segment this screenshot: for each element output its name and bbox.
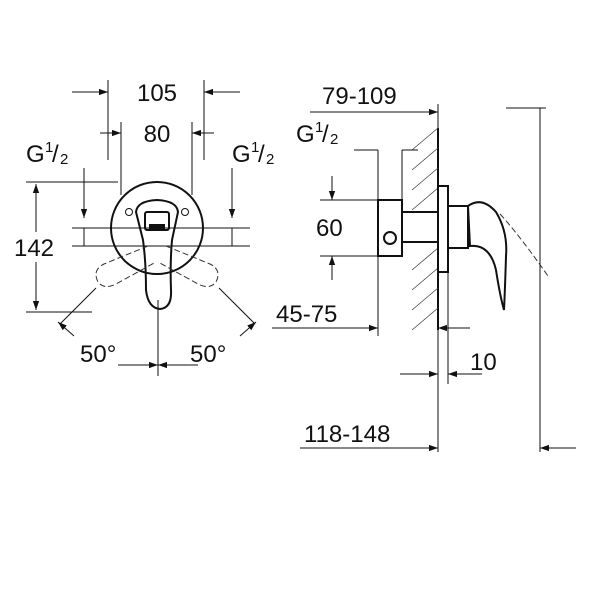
thread-label-side: G 1 / 2: [296, 119, 418, 200]
thread-right-letter: G: [232, 141, 251, 168]
handle-rotation-left: [95, 245, 157, 288]
thread-right-num: 1: [251, 139, 259, 156]
screw-right: [181, 208, 189, 216]
dimension-105-label: 105: [137, 80, 177, 107]
thread-label-left: G 1 / 2: [26, 139, 88, 218]
valve-body: [377, 199, 403, 257]
dimension-142-label: 142: [14, 235, 54, 262]
dimension-79-109-label: 79-109: [322, 83, 397, 110]
dimension-10: 10: [400, 272, 497, 452]
angle-right-label: 50°: [190, 341, 226, 368]
thread-left-slash: /: [52, 141, 59, 168]
dimension-60: 60: [316, 176, 380, 280]
dimension-10-label: 10: [470, 349, 497, 376]
handle-base: [447, 205, 469, 249]
thread-side-slash: /: [322, 121, 329, 148]
escutcheon-plate: [110, 181, 204, 275]
side-view: 79-109 G 1 / 2 60: [272, 83, 576, 452]
side-escutcheon: [437, 185, 449, 273]
lever-handle: [134, 198, 180, 311]
front-view: 105 80 G 1 / 2 G 1 / 2: [14, 80, 274, 376]
thread-left-den: 2: [60, 151, 68, 168]
thread-left-num: 1: [45, 139, 53, 156]
wall-hatching: [411, 127, 439, 331]
thread-left-letter: G: [26, 141, 45, 168]
valve-inlet: [383, 231, 397, 245]
dimension-45-75: 45-75: [272, 256, 470, 336]
dimension-79-109: 79-109: [310, 83, 439, 128]
thread-right-den: 2: [266, 151, 274, 168]
dimension-45-75-label: 45-75: [276, 301, 337, 328]
thread-label-right: G 1 / 2: [228, 139, 274, 218]
lever-cap: [144, 211, 170, 231]
dimension-142: 142: [14, 181, 118, 313]
thread-side-den: 2: [330, 131, 338, 148]
side-lever-rotation: [499, 213, 549, 277]
lever-cap-mark: [149, 224, 165, 229]
dimension-80: 80: [100, 121, 214, 195]
dimension-105: 105: [72, 80, 240, 160]
thread-side-letter: G: [296, 121, 315, 148]
dimension-60-label: 60: [316, 215, 343, 242]
screw-left: [125, 208, 133, 216]
thread-side-num: 1: [315, 119, 323, 136]
handle-rotation-right: [157, 245, 219, 288]
dimension-118-148-label: 118-148: [304, 421, 390, 448]
side-lever: [466, 201, 508, 311]
dimension-118-148: 118-148: [300, 107, 576, 452]
angle-left-label: 50°: [80, 341, 116, 368]
thread-right-slash: /: [258, 141, 265, 168]
dimension-80-label: 80: [144, 121, 171, 148]
valve-spindle: [401, 211, 439, 243]
